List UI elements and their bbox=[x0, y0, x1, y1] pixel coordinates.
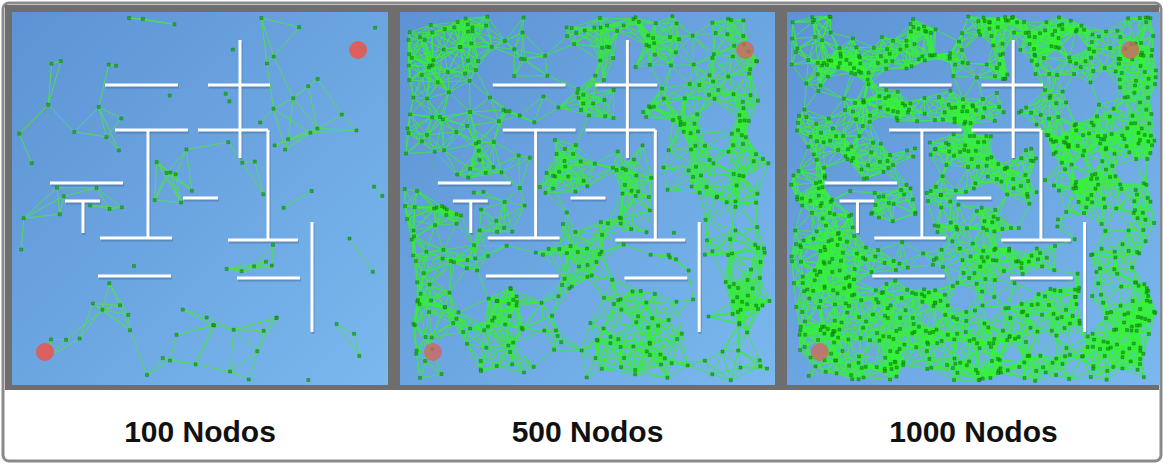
wall bbox=[82, 201, 85, 233]
wall-shadow bbox=[99, 277, 172, 280]
roadmap-edge-paths bbox=[405, 16, 770, 380]
wall-shadow bbox=[973, 131, 1042, 134]
wall bbox=[889, 129, 961, 132]
wall bbox=[1039, 130, 1042, 240]
panel-ground bbox=[787, 12, 1160, 385]
wall-shadow bbox=[199, 131, 269, 134]
wall bbox=[534, 130, 537, 238]
wall bbox=[879, 84, 951, 87]
panel-ground bbox=[12, 12, 388, 385]
panel-strip bbox=[5, 5, 1159, 390]
roadmap-nodes bbox=[18, 17, 384, 382]
roadmap-edge-paths bbox=[791, 17, 1156, 381]
wall bbox=[198, 129, 268, 132]
wall-shadow bbox=[439, 184, 512, 187]
goal-marker bbox=[736, 41, 754, 59]
wall-shadow bbox=[1011, 279, 1073, 282]
panel-label: 1000 Nodos bbox=[889, 417, 1057, 447]
wall bbox=[147, 130, 150, 238]
panel-label: 100 Nodos bbox=[124, 417, 276, 447]
wall-shadow bbox=[116, 131, 189, 134]
goal-marker bbox=[1121, 41, 1139, 59]
wall bbox=[105, 84, 178, 87]
wall-shadow bbox=[875, 239, 946, 242]
goal-marker bbox=[36, 343, 54, 361]
wall bbox=[493, 84, 566, 87]
roadmap-nodes bbox=[403, 15, 771, 382]
goal-marker bbox=[349, 41, 367, 59]
wall bbox=[115, 129, 188, 132]
wall bbox=[486, 275, 559, 278]
roadmap-edges bbox=[405, 16, 770, 380]
wall bbox=[698, 222, 701, 332]
wall bbox=[1012, 40, 1015, 158]
wall-shadow bbox=[890, 131, 962, 134]
wall bbox=[503, 129, 576, 132]
wall-shadow bbox=[873, 277, 945, 280]
wall-shadow bbox=[489, 239, 561, 242]
wall-shadow bbox=[229, 241, 299, 244]
wall bbox=[654, 130, 657, 240]
wall bbox=[311, 222, 314, 332]
wall-shadow bbox=[880, 86, 952, 89]
wall bbox=[469, 201, 472, 233]
wall-shadow bbox=[51, 184, 124, 187]
wall bbox=[874, 237, 945, 240]
roadmap-nodes bbox=[790, 15, 1158, 382]
goal-marker bbox=[811, 343, 829, 361]
wall bbox=[920, 130, 923, 238]
wall bbox=[488, 237, 560, 240]
wall bbox=[237, 277, 300, 280]
wall bbox=[626, 40, 629, 158]
wall-shadow bbox=[504, 131, 577, 134]
goal-marker bbox=[424, 343, 442, 361]
wall bbox=[972, 129, 1041, 132]
outer-frame bbox=[3, 3, 1161, 461]
wall bbox=[100, 237, 172, 240]
roadmap-panel bbox=[400, 12, 775, 385]
wall-shadow bbox=[958, 199, 993, 202]
wall-shadow bbox=[184, 199, 219, 202]
wall bbox=[239, 40, 242, 158]
wall bbox=[50, 182, 123, 185]
wall bbox=[1083, 222, 1086, 332]
wall-shadow bbox=[101, 239, 173, 242]
wall bbox=[1001, 239, 1070, 242]
wall bbox=[438, 182, 511, 185]
wall bbox=[615, 239, 685, 242]
wall bbox=[267, 130, 270, 240]
wall bbox=[1010, 277, 1072, 280]
wall-shadow bbox=[625, 279, 688, 282]
roadmap-edges bbox=[19, 18, 382, 380]
panel-label: 500 Nodos bbox=[512, 417, 664, 447]
wall-shadow bbox=[587, 131, 657, 134]
wall-shadow bbox=[572, 199, 607, 202]
wall bbox=[98, 275, 171, 278]
roadmap-edges bbox=[791, 17, 1156, 381]
wall-shadow bbox=[826, 184, 898, 187]
wall bbox=[571, 197, 606, 200]
wall-shadow bbox=[1002, 241, 1071, 244]
wall-shadow bbox=[106, 86, 179, 89]
roadmap-edge-paths bbox=[19, 18, 382, 380]
wall-shadow bbox=[238, 279, 301, 282]
wall bbox=[183, 197, 218, 200]
roadmap-panel bbox=[12, 12, 388, 385]
wall bbox=[872, 275, 944, 278]
wall bbox=[825, 182, 897, 185]
wall-shadow bbox=[487, 277, 560, 280]
wall-shadow bbox=[494, 86, 567, 89]
roadmap-panel bbox=[787, 12, 1160, 385]
wall bbox=[856, 201, 859, 233]
wall bbox=[228, 239, 298, 242]
wall bbox=[624, 277, 687, 280]
wall bbox=[586, 129, 656, 132]
wall bbox=[957, 197, 992, 200]
wall-shadow bbox=[616, 241, 686, 244]
panel-ground bbox=[400, 12, 775, 385]
